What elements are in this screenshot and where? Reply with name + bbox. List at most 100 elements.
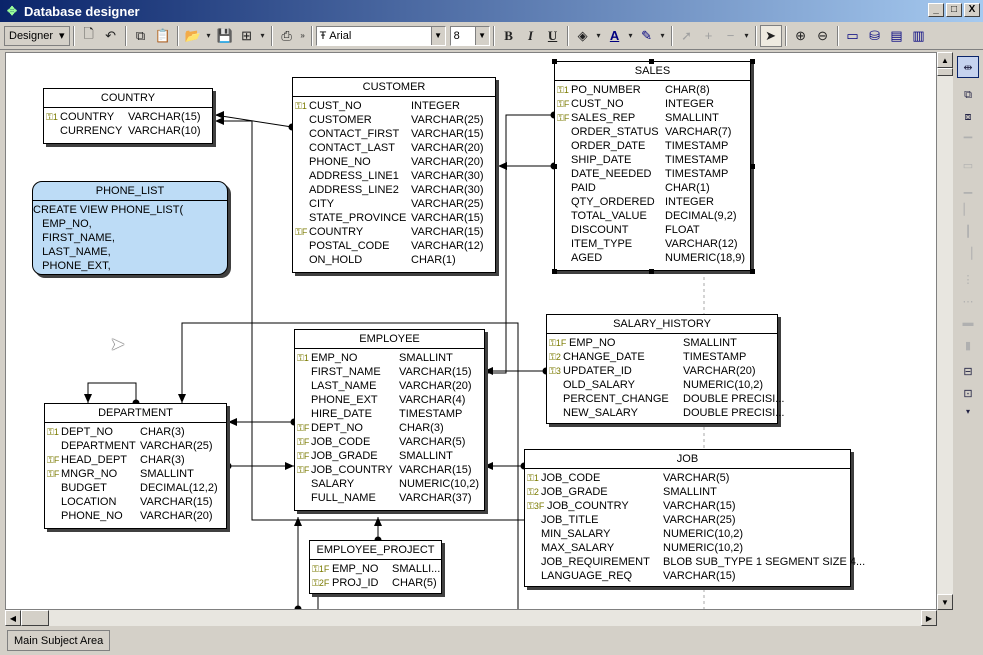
font-size-select[interactable]: 8▼ xyxy=(449,25,490,46)
zoom-in-icon[interactable]: ⊕ xyxy=(795,27,807,43)
align-left-icon[interactable]: ▏ xyxy=(963,203,973,216)
print-icon[interactable]: ⎙ xyxy=(281,27,292,43)
selection-handle[interactable] xyxy=(649,59,654,64)
horizontal-scroll-thumb[interactable] xyxy=(21,610,49,626)
same-width-icon[interactable]: ▬ xyxy=(962,317,974,329)
designer-menu-button[interactable]: Designer▾ xyxy=(4,25,70,46)
horizontal-scrollbar[interactable]: ◀ ▶ xyxy=(5,610,937,626)
scroll-down-icon[interactable]: ▼ xyxy=(937,594,953,610)
scroll-left-icon[interactable]: ◀ xyxy=(5,610,21,626)
chevron-down-icon[interactable]: ▾ xyxy=(965,406,970,416)
copy-icon[interactable]: ⧉ xyxy=(135,27,146,43)
vertical-scrollbar[interactable]: ▲ ▼ xyxy=(937,52,953,610)
align-top-icon[interactable]: ▔ xyxy=(963,137,973,150)
new-icon[interactable]: 🗋 xyxy=(83,25,94,41)
chevron-down-icon[interactable]: ▾ xyxy=(596,31,601,40)
minimize-button[interactable]: _ xyxy=(928,3,944,17)
rel-department-employee-top[interactable] xyxy=(181,322,519,610)
chevron-down-icon[interactable]: ▾ xyxy=(260,31,265,40)
align-tool-icon[interactable]: ⇹ xyxy=(957,56,979,78)
chevron-down-icon[interactable]: ▾ xyxy=(206,31,211,40)
zoom-out-icon[interactable]: ⊖ xyxy=(817,27,829,43)
selection-handle[interactable] xyxy=(649,269,654,274)
table-view-icon[interactable]: ⛁ xyxy=(869,27,881,43)
tab-main-subject-area[interactable]: Main Subject Area xyxy=(7,630,111,651)
selection-handle[interactable] xyxy=(750,164,755,169)
entity-view-icon[interactable]: ▭ xyxy=(846,27,859,43)
underline-button[interactable]: U xyxy=(547,27,558,43)
add-point-icon[interactable]: + xyxy=(704,28,713,43)
maximize-button[interactable]: □ xyxy=(946,3,962,17)
selection-handle[interactable] xyxy=(552,269,557,274)
paste-icon[interactable]: 📋 xyxy=(154,27,171,43)
align-bottom-icon[interactable]: ▁ xyxy=(963,181,973,194)
undo-icon[interactable]: ↶ xyxy=(105,27,117,43)
close-button[interactable]: X xyxy=(964,3,980,17)
save-icon[interactable]: 💾 xyxy=(216,27,233,43)
selection-handle[interactable] xyxy=(552,59,557,64)
rel-country-job[interactable] xyxy=(215,120,554,521)
rel-employee-sales[interactable] xyxy=(484,114,554,374)
align-right-icon[interactable]: ▕ xyxy=(963,247,973,260)
space-vertical-icon[interactable]: ⋯ xyxy=(962,295,974,308)
vertical-scroll-thumb[interactable] xyxy=(937,68,953,76)
bring-front-icon[interactable]: ⧉ xyxy=(964,88,972,101)
remove-point-icon[interactable]: − xyxy=(726,28,735,43)
auto-layout-icon[interactable]: ⊟ xyxy=(963,365,973,378)
space-horizontal-icon[interactable]: ⋮ xyxy=(962,273,974,286)
chevron-down-icon[interactable]: ▾ xyxy=(744,31,749,40)
italic-button[interactable]: I xyxy=(528,27,534,43)
selection-handle[interactable] xyxy=(552,164,557,169)
chevron-down-icon[interactable]: ▾ xyxy=(628,31,633,40)
font-color-icon[interactable]: A xyxy=(609,28,620,43)
